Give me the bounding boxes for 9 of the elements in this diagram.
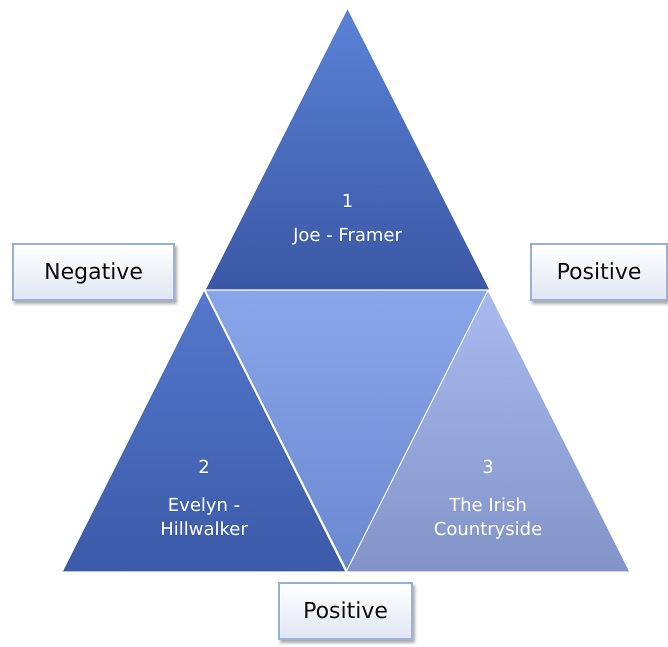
node-label: Evelyn - Hillwalker xyxy=(159,494,249,542)
node-label: Joe - Framer xyxy=(293,224,402,248)
rating-tag: Positive xyxy=(278,582,413,640)
step-number: 3 xyxy=(482,456,494,480)
node-label: The Irish Countryside xyxy=(432,494,544,542)
step-number: 1 xyxy=(342,190,354,214)
rating-tag: Positive xyxy=(530,243,668,301)
step-number: 2 xyxy=(198,456,210,480)
rating-tag: Negative xyxy=(12,243,175,301)
